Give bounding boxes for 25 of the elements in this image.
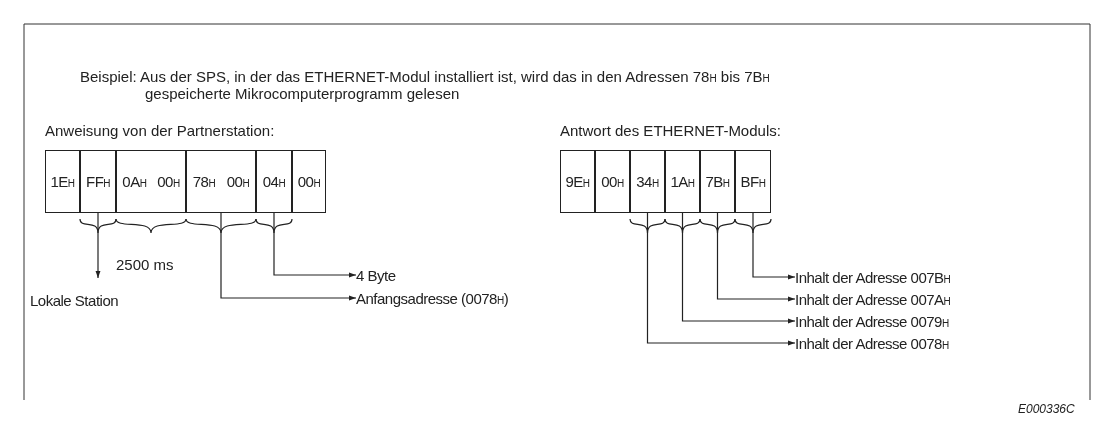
brace-arrow — [681, 212, 796, 324]
brace-arrow — [95, 212, 101, 279]
brace-arrow — [646, 212, 796, 346]
byte-cell — [595, 150, 630, 213]
byte-cell — [630, 150, 665, 213]
field-description: Lokale Station — [30, 291, 119, 309]
byte-cell — [292, 150, 326, 213]
section-heading: Antwort des ETHERNET-Moduls: — [560, 122, 781, 139]
byte-cell — [560, 150, 595, 213]
brace-arrow — [220, 212, 357, 301]
field-description: 4 Byte — [356, 266, 396, 284]
brace-arrow — [716, 212, 796, 302]
brace-arrow — [752, 212, 796, 280]
byte-cell — [735, 150, 771, 213]
byte-cell — [45, 150, 80, 213]
byte-cell — [700, 150, 735, 213]
duration-label: 2500 ms — [116, 256, 174, 273]
byte-cell — [116, 150, 186, 213]
figure-id: E000336C — [1018, 402, 1075, 416]
byte-cell — [186, 150, 256, 213]
section-heading: Anweisung von der Partnerstation: — [45, 122, 275, 139]
brace-arrow — [273, 212, 357, 278]
byte-cell — [665, 150, 700, 213]
byte-cell — [256, 150, 292, 213]
byte-cell — [80, 150, 116, 213]
